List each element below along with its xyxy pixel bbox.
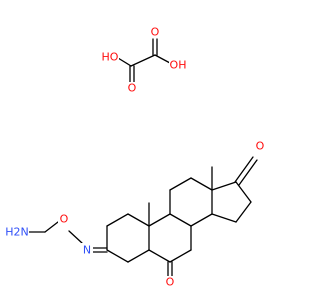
atom-labels: HO OH O O O O O N [5,25,266,289]
bond [154,54,171,64]
steroid-skeleton [92,156,258,277]
atom-ho-left: HO [101,50,119,64]
bond [130,54,156,67]
atom-label-o: O [166,276,175,289]
atom-o-ketone-17: O [254,140,266,153]
oxalic-acid [117,38,171,83]
bond [148,213,171,227]
bond [106,213,129,227]
atom-label-o: O [151,26,160,39]
atom-o-carbonyl-b: O [149,25,161,39]
bond [211,213,237,223]
atom-o-carbonyl-a: O [126,82,138,95]
bond [169,249,192,263]
bond [169,177,192,191]
bond [190,177,213,191]
bond [235,201,252,223]
bond [127,213,150,227]
bond [106,249,129,263]
atom-label-oh: OH [170,59,187,72]
atom-n-oxime: N [81,243,93,257]
bond [148,249,171,263]
bond [127,249,150,263]
bond [235,181,252,203]
molecule-structure-diagram: HO OH O O O O O N [5,25,266,289]
atom-o-oxime: O [58,212,70,226]
atom-oh-right: OH [169,58,187,72]
bond [44,221,59,233]
bond [234,156,254,183]
atom-h2n: H2N [5,225,29,239]
bond [211,181,237,191]
atom-label-o: O [128,82,137,95]
bond [117,57,132,67]
atom-o-ketone-6: O [164,276,176,289]
bond [169,213,192,227]
atom-label-h2n: H2N [5,226,29,239]
atom-label-ho: HO [102,51,119,64]
bond [190,213,213,227]
bond [68,230,83,244]
atom-label-o: O [60,213,69,226]
bond [238,159,258,186]
atom-label-n: N [83,244,91,257]
aminoethoxy-chain [28,221,83,244]
atom-label-o: O [256,140,265,153]
